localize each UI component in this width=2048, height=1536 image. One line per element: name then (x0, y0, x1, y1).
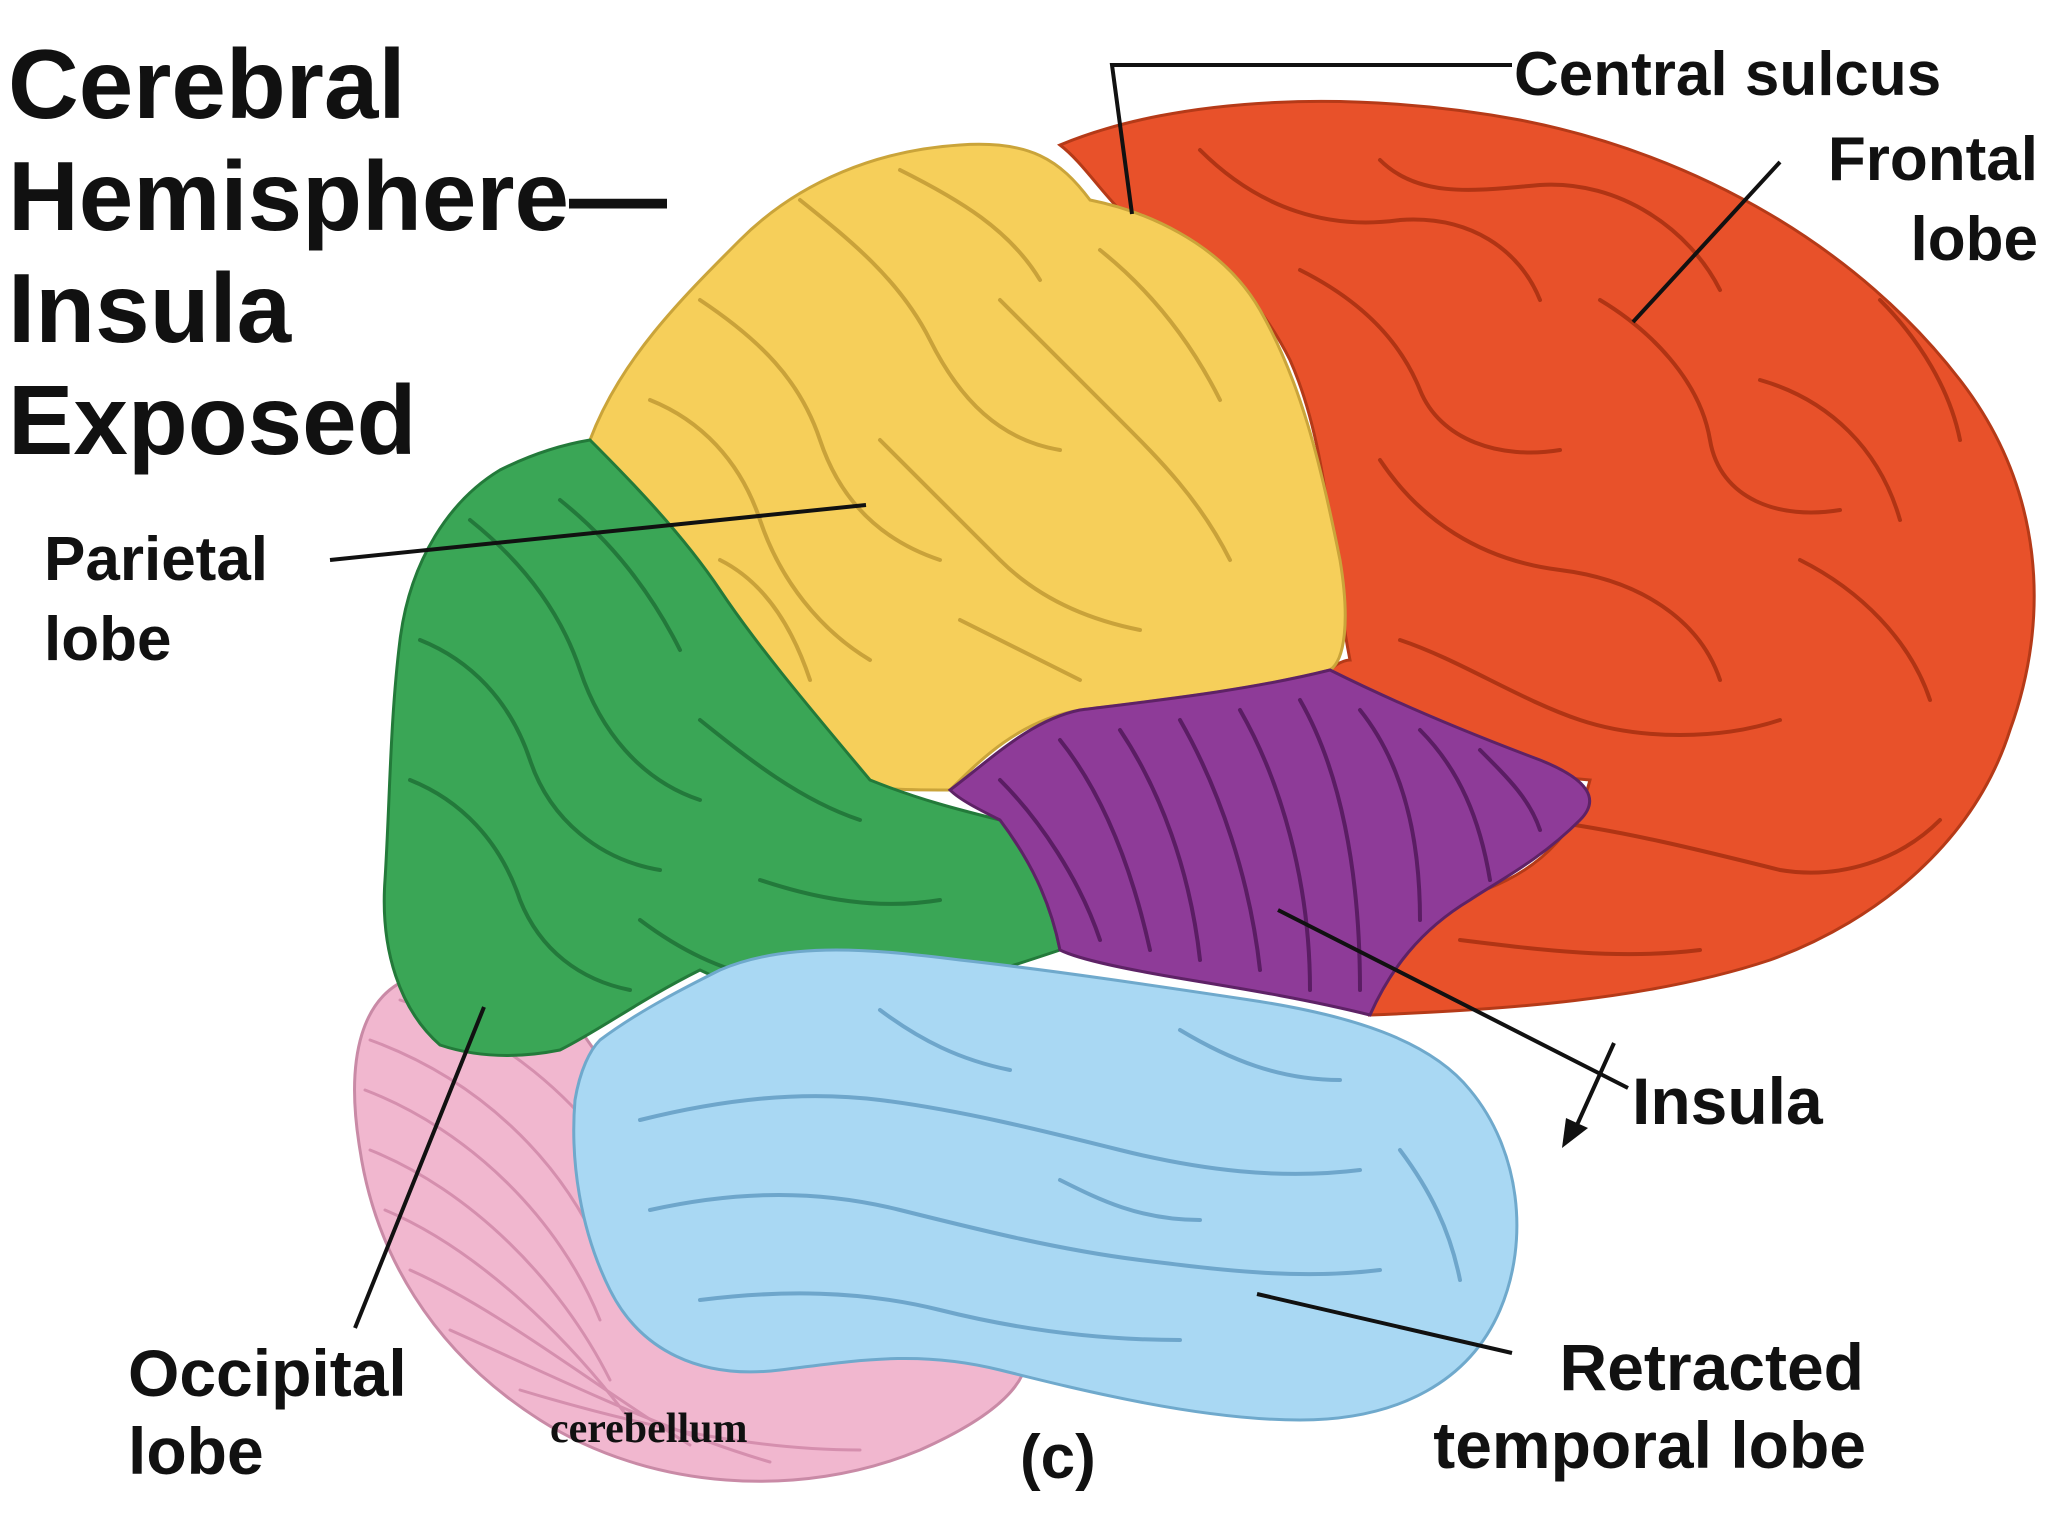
insula-region (947, 668, 1591, 1017)
frontal-lobe-label-line-2: lobe (1911, 205, 2038, 274)
cerebellum-label: cerebellum (550, 1406, 748, 1452)
parietal-lobe-label-line-2: lobe (44, 605, 171, 674)
insula-arrow (1562, 1042, 1616, 1148)
temporal-lobe-shape (572, 948, 1519, 1422)
central-sulcus-leader (1109, 63, 1512, 215)
frontal-lobe-label-line-1: Frontal (1828, 125, 2038, 194)
leader-lines (329, 63, 1782, 1355)
occipital-lobe-label-line-2: lobe (128, 1414, 264, 1488)
temporal-lobe-label-line-1: Retracted (1560, 1330, 1864, 1404)
diagram-title: Cerebral Hemisphere— Insula Exposed (8, 29, 667, 475)
title-line-3: Insula (8, 253, 293, 363)
title-line-1: Cerebral (8, 29, 406, 139)
occipital-gyri (408, 498, 942, 992)
insula-leader (1277, 908, 1629, 1090)
parietal-lobe-leader (329, 503, 867, 562)
occipital-lobe-leader (353, 1006, 486, 1329)
insula-label: Insula (1632, 1064, 1824, 1138)
parietal-lobe-region (588, 142, 1347, 792)
temporal-lobe-leader (1256, 1292, 1513, 1355)
temporal-lobe-label-line-2: temporal lobe (1433, 1408, 1866, 1482)
parietal-gyri (648, 168, 1232, 682)
title-line-2: Hemisphere— (8, 141, 667, 251)
temporal-lobe-region (572, 948, 1519, 1422)
central-sulcus-label: Central sulcus (1514, 40, 1941, 109)
occipital-lobe-region (382, 438, 1062, 1057)
title-line-4: Exposed (8, 365, 416, 475)
parietal-lobe-label-line-1: Parietal (44, 525, 268, 594)
panel-label: (c) (1020, 1423, 1096, 1492)
frontal-lobe-leader (1631, 160, 1782, 324)
insula-shape (947, 668, 1591, 1017)
insula-gyri (998, 698, 1542, 992)
occipital-lobe-label-line-1: Occipital (128, 1336, 407, 1410)
temporal-gyri (638, 1008, 1462, 1342)
